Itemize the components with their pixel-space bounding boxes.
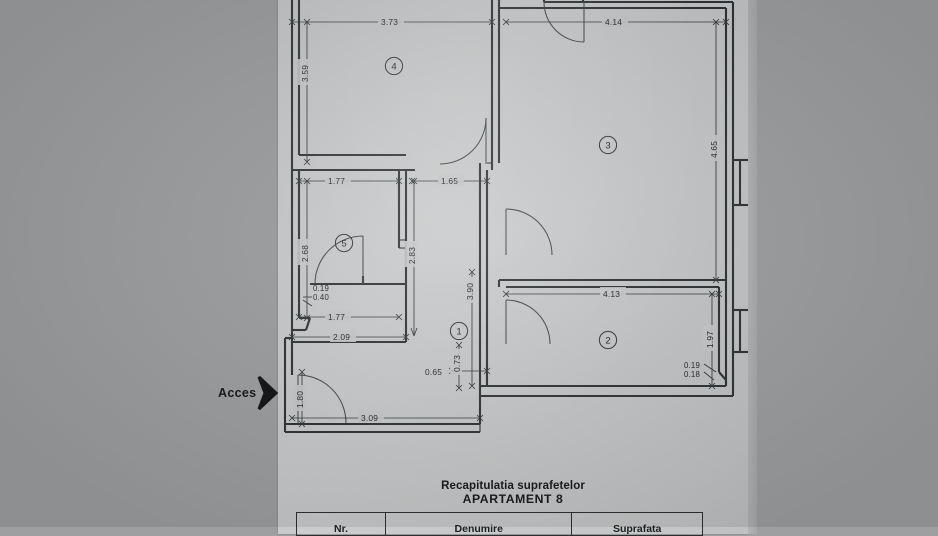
dim-0-18: 0.18 <box>684 370 700 379</box>
dim-3-73: 3.73 <box>381 17 398 27</box>
dim-1-80: 1.80 <box>295 391 305 408</box>
room-markers: 4 3 5 1 2 <box>334 56 618 350</box>
dim-0-19-a: 0.19 <box>313 284 329 293</box>
dim-4-65: 4.65 <box>709 141 719 158</box>
dim-4-13: 4.13 <box>603 289 620 299</box>
room-4-number: 4 <box>391 62 396 73</box>
room-marker-2: 2 <box>598 330 618 350</box>
summary-title: Recapitulatia suprafetelor <box>441 480 585 492</box>
dim-1-77-top: 1.77 <box>328 176 345 186</box>
room-5-number: 5 <box>341 239 346 250</box>
table-header-denumire: Denumire <box>386 513 573 535</box>
dim-2-68: 2.68 <box>300 245 310 262</box>
dim-0-19-b: 0.19 <box>684 361 700 370</box>
dim-0-40: 0.40 <box>313 293 329 302</box>
dim-3-90: 3.90 <box>465 283 475 300</box>
door-arcs <box>297 1 585 424</box>
dim-1-77-bot: 1.77 <box>328 312 345 322</box>
dim-1-97: 1.97 <box>705 331 715 348</box>
room-3-number: 3 <box>605 141 610 152</box>
room-marker-3: 3 <box>598 135 618 155</box>
room-marker-5: 5 <box>334 233 354 253</box>
dim-2-83: 2.83 <box>407 247 417 264</box>
room-1-number: 1 <box>456 327 461 338</box>
room-marker-1: 1 <box>449 321 469 341</box>
dim-1-65: 1.65 <box>441 176 458 186</box>
apartment-title: APARTAMENT 8 <box>462 492 564 506</box>
summary-table: Nr. Denumire Suprafata <box>296 512 703 536</box>
walls-inner <box>399 162 492 432</box>
room-2-number: 2 <box>605 336 610 347</box>
table-header-suprafata: Suprafata <box>612 522 662 535</box>
walls <box>283 0 748 434</box>
access-label: Acces <box>218 386 257 400</box>
dim-3-59: 3.59 <box>300 65 310 82</box>
arrow-right-icon <box>257 375 279 411</box>
room-marker-4: 4 <box>384 56 404 76</box>
dim-3-09: 3.09 <box>361 413 378 423</box>
table-header-nr: Nr. <box>297 513 387 535</box>
paper-sheet <box>278 0 748 534</box>
dim-0-73: 0.73 <box>452 355 462 372</box>
dim-0-65: 0.65 <box>425 367 442 377</box>
dimension-lines <box>288 18 730 428</box>
dim-4-14: 4.14 <box>605 17 622 27</box>
dimension-labels: 3.73 4.14 3.59 4.65 1.77 1.65 2.68 2.83 … <box>293 15 719 423</box>
paper-edge <box>748 0 757 534</box>
dim-2-09: 2.09 <box>333 332 350 342</box>
